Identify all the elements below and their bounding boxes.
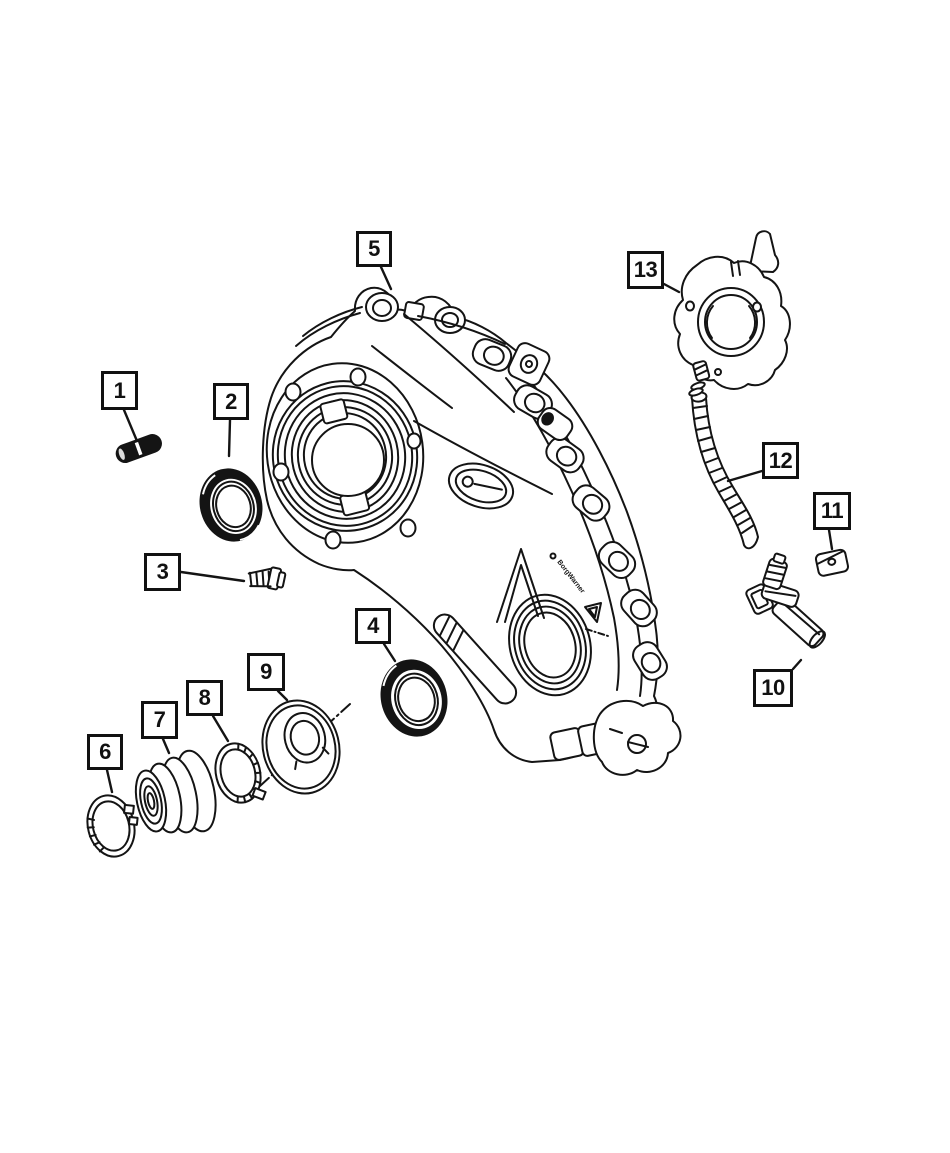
callout-11[interactable]: 11 [813, 492, 851, 530]
callout-1[interactable]: 1 [101, 371, 138, 410]
leader-5 [379, 265, 393, 291]
part-3-bolt-drawing [247, 566, 287, 591]
part-1-dowel-pin-drawing [115, 434, 162, 463]
part-7-boot-drawing [134, 749, 217, 834]
callout-10-label: 10 [761, 675, 785, 700]
leader-9 [276, 689, 289, 702]
callout-13-label: 13 [633, 257, 658, 282]
callout-7-label: 7 [153, 707, 166, 732]
part-4-seal-drawing [380, 659, 448, 737]
part-10-pickup-tube-drawing [745, 552, 826, 649]
leader-12 [726, 469, 764, 483]
leader-3 [179, 570, 246, 583]
part-11-connector-block-drawing [814, 548, 850, 577]
part-9-dust-shield-drawing [259, 699, 351, 795]
callout-9[interactable]: 9 [247, 653, 285, 691]
callout-5[interactable]: 5 [356, 231, 392, 267]
callout-4-label: 4 [367, 613, 379, 638]
callout-5-label: 5 [368, 236, 380, 261]
leader-7 [161, 737, 171, 755]
callout-2[interactable]: 2 [213, 383, 249, 420]
leader-8 [211, 714, 230, 743]
part-13-oil-pump-drawing [673, 230, 791, 397]
callout-13[interactable]: 13 [627, 251, 664, 289]
callout-11-label: 11 [820, 498, 844, 523]
part-8-clamp-drawing [214, 742, 267, 804]
leader-11 [827, 528, 834, 551]
leader-1 [122, 408, 139, 443]
callout-8-label: 8 [198, 685, 211, 710]
warning-triangle-icon [584, 602, 609, 637]
callout-3-label: 3 [156, 559, 169, 584]
callout-4[interactable]: 4 [355, 608, 391, 644]
leader-lines [105, 265, 834, 794]
callout-12[interactable]: 12 [762, 442, 799, 479]
callout-1-label: 1 [113, 377, 126, 403]
part-6-clamp-drawing [86, 794, 139, 858]
callout-3[interactable]: 3 [144, 553, 181, 591]
part-12-hose-drawing [690, 391, 759, 550]
leader-13 [662, 282, 681, 294]
leader-10 [791, 658, 803, 671]
callout-12-label: 12 [768, 447, 793, 473]
front-case-half-drawing: BorgWarner [261, 286, 682, 776]
leader-4 [382, 642, 397, 663]
part-2-seal-drawing [199, 468, 263, 542]
callout-2-label: 2 [225, 388, 237, 414]
leader-2 [227, 418, 232, 458]
callout-6[interactable]: 6 [87, 734, 123, 770]
leader-6 [105, 768, 114, 794]
callout-10[interactable]: 10 [753, 669, 793, 707]
callout-9-label: 9 [260, 659, 272, 684]
callout-7[interactable]: 7 [141, 701, 178, 739]
callout-8[interactable]: 8 [186, 680, 223, 716]
callout-6-label: 6 [99, 739, 111, 764]
case-bolt-bosses [471, 338, 668, 681]
